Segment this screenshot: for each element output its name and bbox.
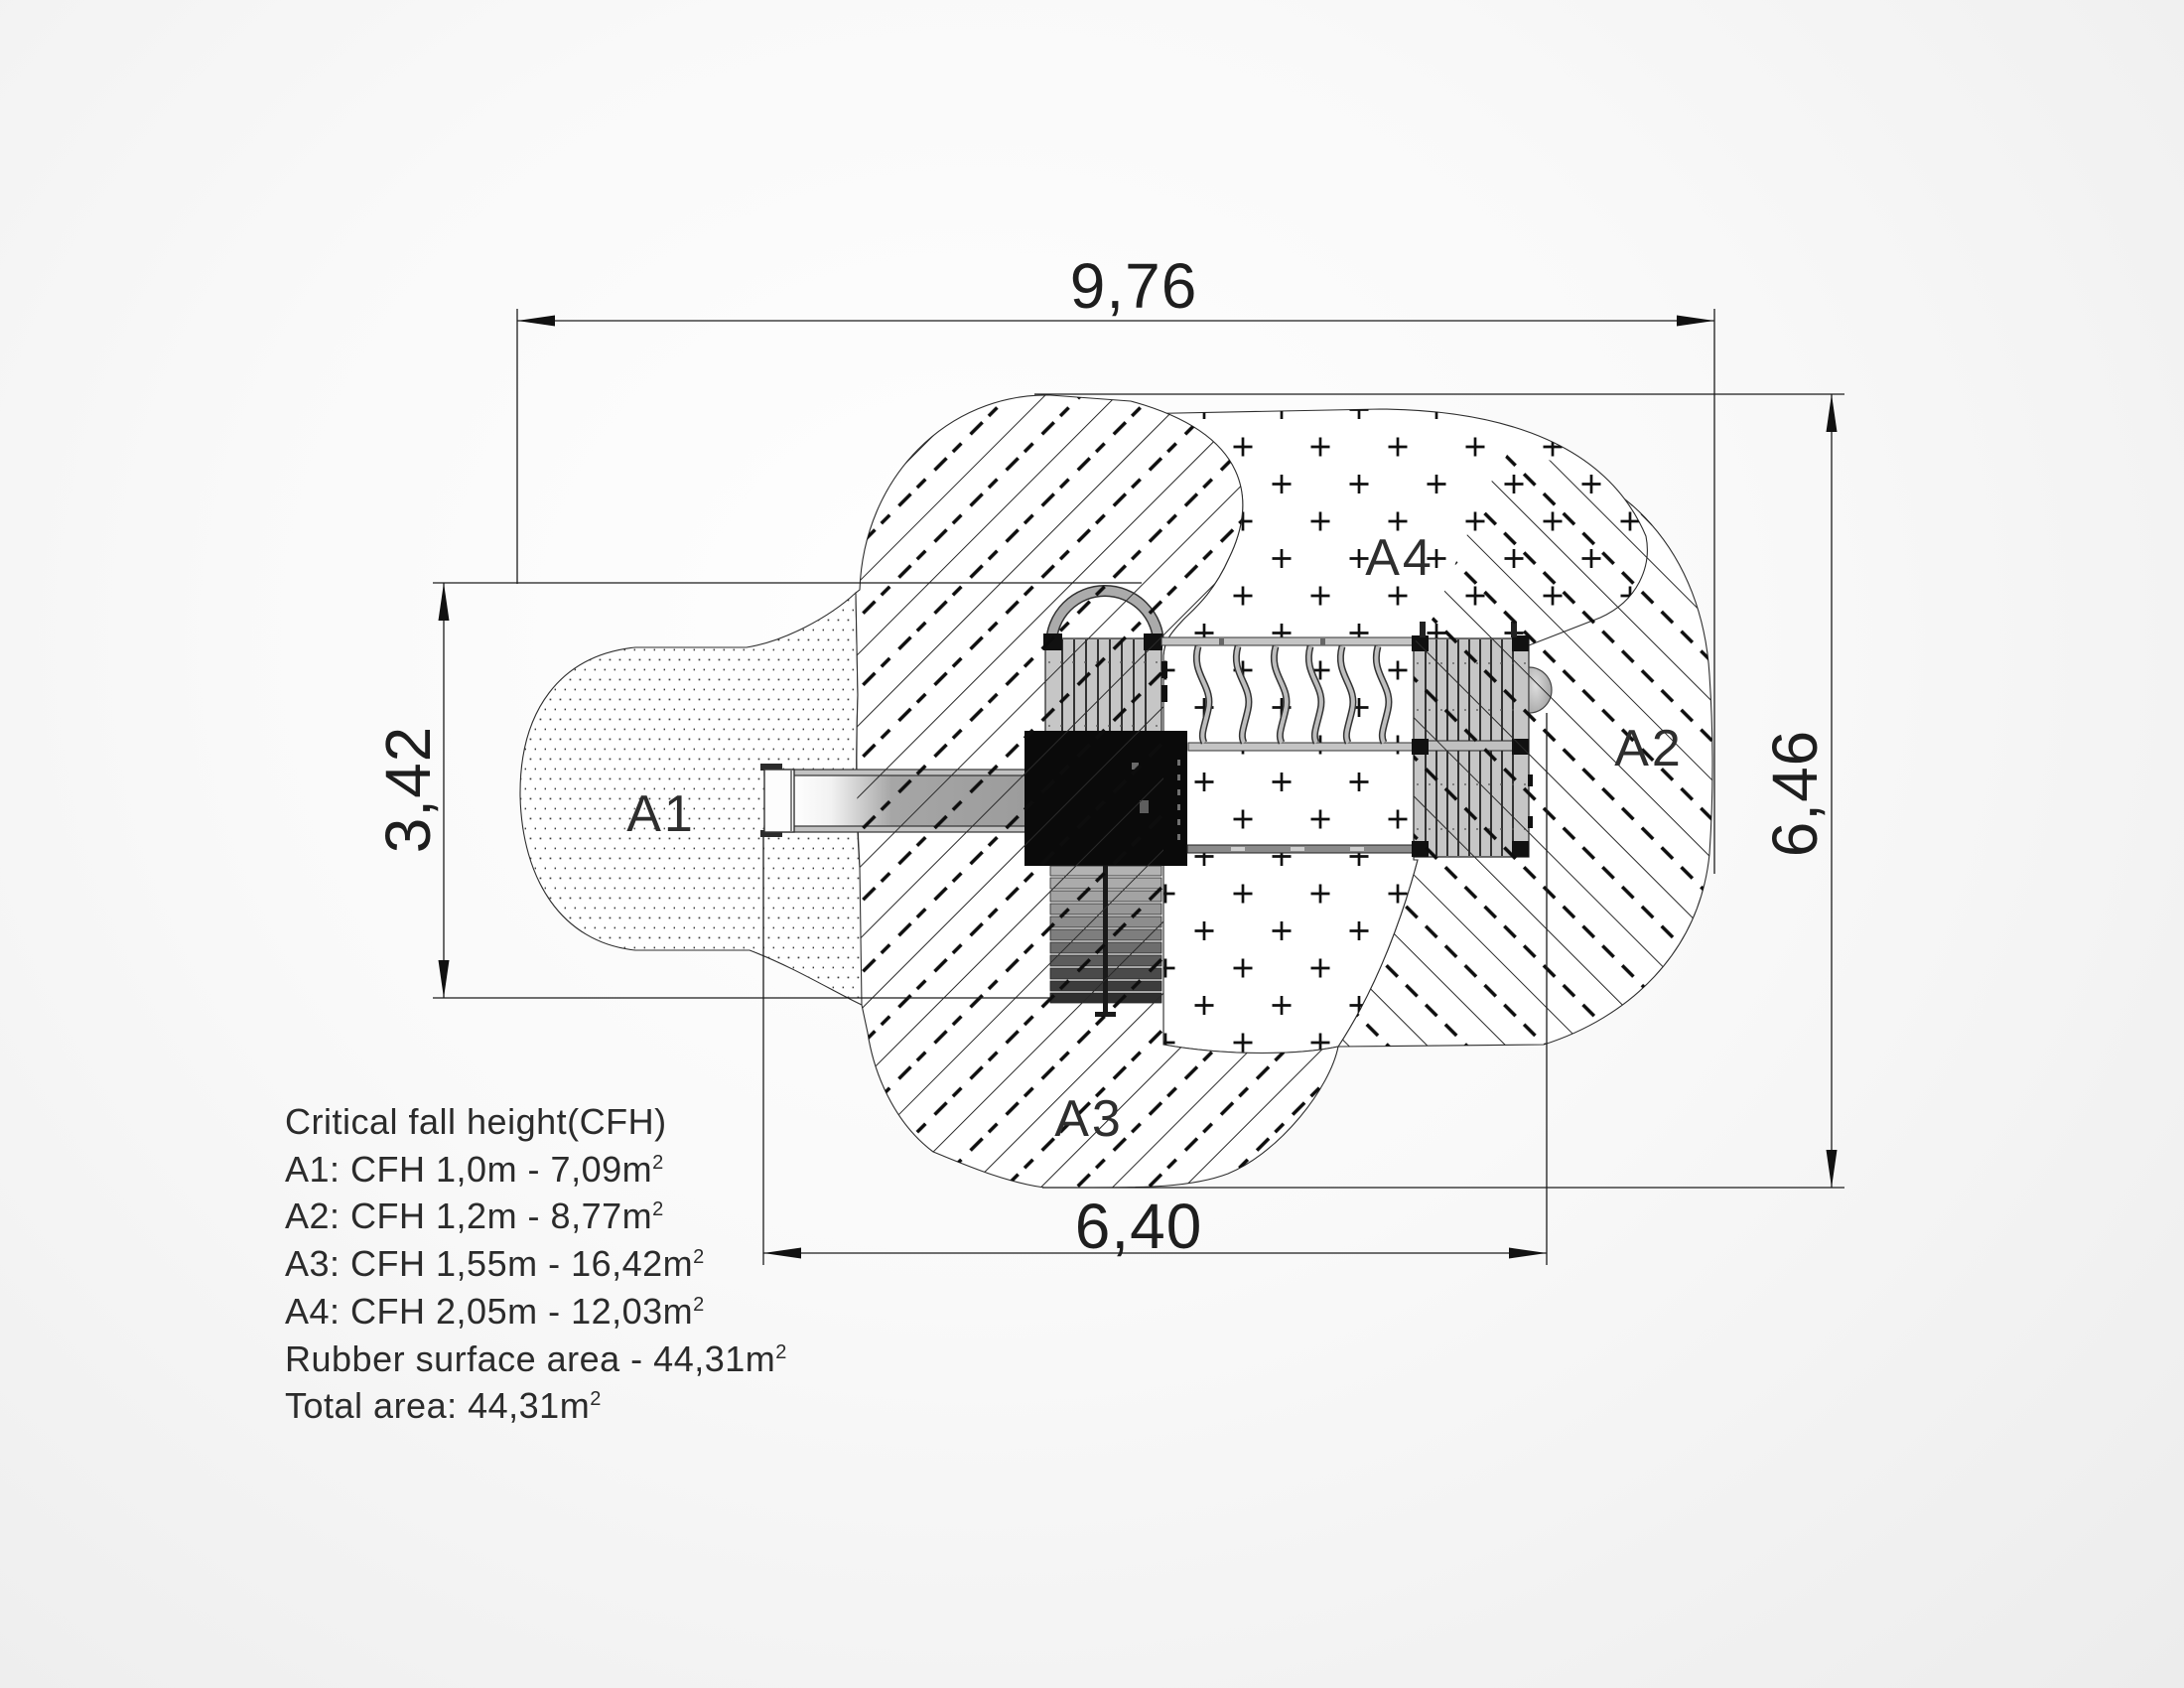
arrowhead-up (438, 583, 450, 621)
legend-item-total: Total area: 44,31m2 (285, 1385, 602, 1427)
dim-label-right: 6,46 (1759, 730, 1831, 858)
legend-item-a3: A3: CFH 1,55m - 16,42m2 (285, 1243, 705, 1285)
legend-item-a2: A2: CFH 1,2m - 8,77m2 (285, 1196, 664, 1237)
arrowhead-down (1826, 1150, 1838, 1188)
slide-end-cap (763, 769, 795, 833)
zone-label-a2: A2 (1614, 720, 1684, 777)
cfh-legend: Critical fall height(CFH) A1: CFH 1,0m -… (285, 1098, 787, 1430)
zone-a2-hatch (1338, 452, 1712, 1047)
monkey-bar-rungs (1192, 645, 1393, 745)
legend-item-rubber: Rubber surface area - 44,31m2 (285, 1337, 787, 1379)
legend-item-a1: A1: CFH 1,0m - 7,09m2 (285, 1148, 664, 1190)
dimension-left (433, 582, 1142, 999)
dim-label-top: 9,76 (1070, 250, 1198, 322)
dimension-top (516, 309, 1715, 874)
dim-label-bottom: 6,40 (1075, 1191, 1203, 1262)
dim-label-left: 3,42 (372, 726, 444, 854)
arrowhead-down (438, 960, 450, 998)
arrowhead-left (517, 315, 555, 327)
arrowhead-left (763, 1247, 801, 1259)
slide-flange-bottom (760, 830, 782, 837)
arrowhead-up (1826, 394, 1838, 432)
arrowhead-right (1509, 1247, 1547, 1259)
legend-title: Critical fall height(CFH) (285, 1101, 667, 1142)
hatch-overlays (856, 394, 1712, 1188)
dimension-bottom (762, 713, 1548, 1265)
dimension-right (1034, 393, 1844, 1189)
legend-item-a4: A4: CFH 2,05m - 12,03m2 (285, 1290, 705, 1332)
zone-label-a4: A4 (1365, 529, 1434, 587)
zone-label-a3: A3 (1054, 1090, 1124, 1148)
dimensions (433, 309, 1844, 1265)
arrowhead-right (1677, 315, 1714, 327)
slide-flange-top (760, 764, 782, 771)
zone-label-a1: A1 (626, 785, 696, 843)
zone-a3-hatch (856, 394, 1338, 1188)
